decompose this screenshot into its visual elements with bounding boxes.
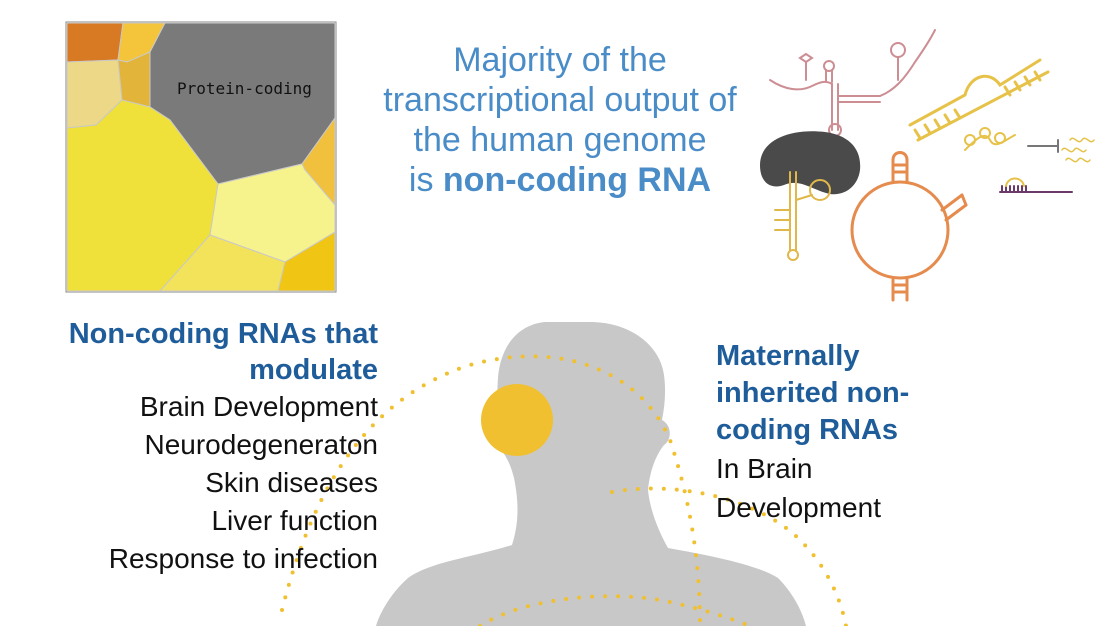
headline-line-1: Majority of the [453, 41, 667, 79]
right-title-line-2: inherited non- [716, 377, 910, 409]
right-title-line-1: Maternally [716, 340, 860, 372]
right-title-line-3: coding RNAs [716, 414, 899, 446]
headline-line-3: the human genome [413, 121, 707, 159]
left-title-line-1: Non-coding RNAs that [68, 318, 378, 350]
list-item: Neurodegeneraton [144, 429, 378, 460]
protein-coding-label: Protein-coding [177, 79, 312, 98]
list-item: Response to infection [108, 543, 378, 574]
left-title-line-2: modulate [249, 354, 378, 386]
right-item-line-2: Development [716, 492, 881, 523]
list-item: Brain Development [139, 391, 378, 422]
headline-emphasis: non-coding RNA [442, 161, 712, 199]
dotted-orbits [280, 354, 848, 626]
list-item: Liver function [211, 505, 378, 536]
list-item: Skin diseases [205, 467, 378, 498]
headline: Majority of the transcriptional output o… [330, 40, 790, 200]
headline-line-4: is non-coding RNA [330, 160, 790, 200]
rna-structures-icon [760, 29, 1095, 302]
maternal-rna-block: Maternally inherited non- coding RNAs In… [716, 338, 1016, 527]
right-item-line-1: In Brain [716, 453, 813, 484]
modulate-list-block: Non-coding RNAs that modulate Brain Deve… [0, 316, 378, 578]
headline-line-2: transcriptional output of [383, 81, 737, 119]
head-circle [481, 384, 553, 456]
ribosome-icon [760, 131, 861, 195]
voronoi-treemap-icon: Protein-coding [65, 21, 337, 293]
headline-prefix: is [408, 161, 443, 199]
human-silhouette-icon [376, 322, 806, 626]
